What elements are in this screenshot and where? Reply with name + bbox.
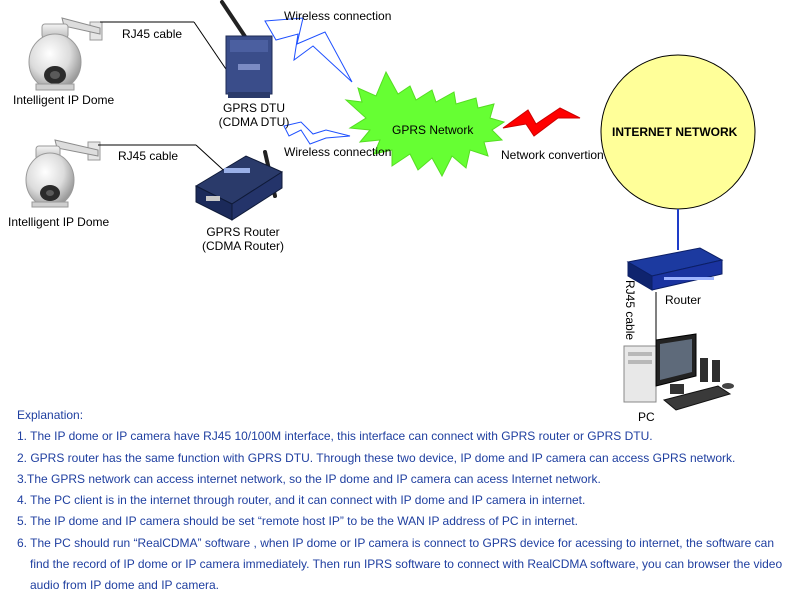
ip-dome-label-top: Intelligent IP Dome [13,93,115,107]
explanation-item-6-line-3: audio from IP dome and IP camera. [30,578,219,593]
ip-dome-camera-bottom [25,139,101,208]
router-device [626,247,724,291]
gprs-router-label: GPRS Router (CDMA Router) [193,225,293,253]
router-label: Router [665,293,702,307]
explanation-section: Explanation: 1. The IP dome or IP camera… [17,405,797,597]
gprs-router-label-line1: GPRS Router [206,225,280,239]
wireless-lightning-top [264,17,353,83]
explanation-item-3: 3.The GPRS network can access internet n… [17,471,601,486]
gprs-router-device [194,150,284,221]
internet-network-label: INTERNET NETWORK [612,125,738,139]
wireless-connection-label-top: Wireless connection [284,9,392,23]
gprs-dtu-label: GPRS DTU (CDMA DTU) [206,101,302,129]
network-convertion-label: Network convertion [501,148,604,162]
explanation-item-4: 4. The PC client is in the internet thro… [17,493,586,508]
pc-computer [623,333,734,411]
gprs-dtu-label-line2: (CDMA DTU) [218,115,290,129]
ip-dome-camera-top [28,17,103,91]
explanation-item-6-line-2: find the record of IP dome or IP camera … [30,557,783,572]
explanation-item-1: 1. The IP dome or IP camera have RJ45 10… [17,429,653,444]
explanation-item-2: 2. GPRS router has the same function wit… [17,450,736,465]
gprs-network-cloud [344,70,506,178]
rj45-cable-label-vertical: RJ45 cable [623,280,637,341]
gprs-dtu-label-line1: GPRS DTU [222,101,285,115]
gprs-dtu-device [220,0,273,98]
wireless-lightning-mid [283,121,351,145]
ip-dome-label-bottom: Intelligent IP Dome [8,215,110,229]
convertion-lightning [502,107,581,137]
explanation-title: Explanation: [17,408,84,422]
gprs-router-label-line2: (CDMA Router) [201,239,284,253]
rj45-cable-label-top: RJ45 cable [122,27,183,41]
wireless-connection-label-mid: Wireless connection [284,145,392,159]
explanation-item-5: 5. The IP dome and IP camera should be s… [17,514,578,529]
pc-label: PC [638,410,655,424]
explanation-item-6-line-1: 6. The PC should run “RealCDMA” software… [17,535,775,550]
gprs-network-label: GPRS Network [392,123,474,137]
rj45-cable-label-mid: RJ45 cable [118,149,179,163]
